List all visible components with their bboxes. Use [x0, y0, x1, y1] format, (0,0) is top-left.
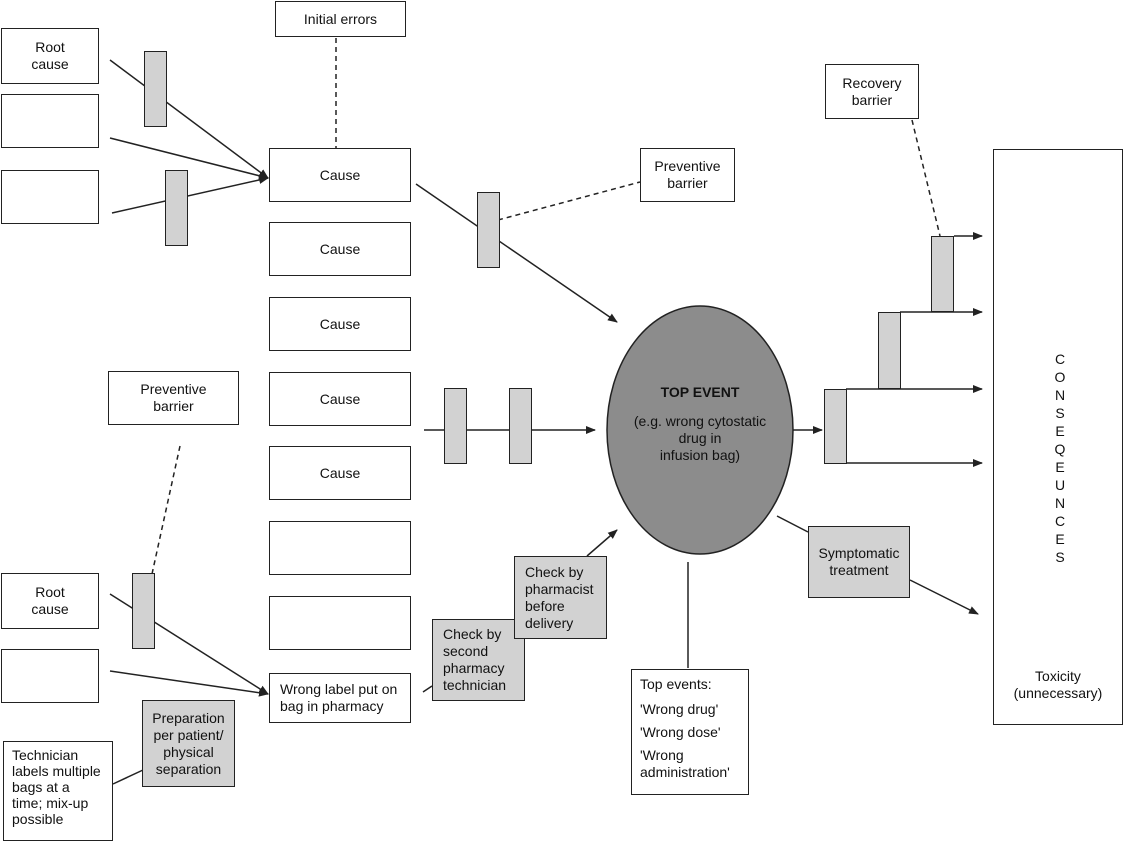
- barrier-left-3: [132, 573, 155, 649]
- barrier-mid-2: [509, 388, 532, 464]
- cause-box-3: Cause: [269, 297, 411, 351]
- line-wronglabel-to-check: [422, 685, 433, 693]
- dashed-preventive-right: [497, 181, 641, 221]
- consequences-letter: Q: [1054, 441, 1066, 457]
- cause-box-5: Cause: [269, 446, 411, 500]
- blank-cause-box-2: [1, 170, 99, 224]
- consequences-box: Toxicity (unnecessary): [993, 149, 1123, 725]
- line-technician-to-preparation: [112, 769, 144, 785]
- dashed-preventive-left: [151, 445, 181, 575]
- recovery-barrier-box: Recovery barrier: [825, 64, 919, 119]
- preventive-barrier-left: Preventive barrier: [108, 371, 239, 425]
- blank-cause-box-1: [1, 94, 99, 148]
- preparation-box: Preparation per patient/ physical separa…: [142, 700, 235, 787]
- barrier-right-1: [824, 389, 847, 464]
- cause-box-2: Cause: [269, 222, 411, 276]
- consequences-letter: U: [1054, 477, 1066, 493]
- barrier-mid-top: [477, 192, 500, 268]
- line-blank2-to-cause: [111, 176, 269, 214]
- consequences-letter: C: [1054, 513, 1066, 529]
- blank-cause-box-3: [1, 649, 99, 703]
- blank-cause-box-5: [269, 596, 411, 650]
- cause-box-1: Cause: [269, 148, 411, 202]
- top-events-list-box: Top events: 'Wrong drug' 'Wrong dose' 'W…: [631, 669, 749, 795]
- wrong-label-box: Wrong label put on bag in pharmacy: [269, 673, 411, 723]
- top-event-title: TOP EVENT: [660, 384, 740, 400]
- technician-box: Technician labels multiple bags at a tim…: [3, 741, 113, 841]
- line-cause-to-top-event: [415, 183, 618, 323]
- top-events-item-1: 'Wrong drug': [640, 701, 719, 717]
- consequences-letter: E: [1055, 459, 1065, 475]
- dashed-recovery: [911, 119, 941, 237]
- top-events-item-3: 'Wrong administration': [640, 747, 730, 780]
- line-blank-to-cause: [109, 137, 269, 180]
- top-event-label: TOP EVENT (e.g. wrong cytostatic drug in…: [612, 384, 788, 464]
- barrier-right-3: [931, 236, 954, 312]
- cause-box-4: Cause: [269, 372, 411, 426]
- line-blank3-to-wronglabel: [109, 670, 269, 697]
- line-rootcause-to-cause: [109, 59, 269, 179]
- consequences-letter: C: [1054, 351, 1066, 367]
- consequences-letter: S: [1055, 405, 1065, 421]
- line-check-to-top-event: [586, 529, 618, 557]
- top-event-example: (e.g. wrong cytostatic drug in infusion …: [633, 413, 767, 463]
- top-events-heading: Top events:: [640, 676, 712, 692]
- top-event-ellipse: [606, 305, 794, 555]
- barrier-right-2: [878, 312, 901, 389]
- consequences-letter: N: [1054, 495, 1066, 511]
- consequences-letter: E: [1055, 531, 1065, 547]
- barrier-mid-1: [444, 388, 467, 464]
- toxicity-label: Toxicity (unnecessary): [1013, 668, 1103, 701]
- consequences-letter: N: [1054, 387, 1066, 403]
- preventive-barrier-right: Preventive barrier: [640, 148, 735, 202]
- consequences-letter: E: [1055, 423, 1065, 439]
- consequences-letter: S: [1055, 549, 1065, 565]
- line-top-event-to-symptomatic: [776, 515, 809, 533]
- barrier-left-1: [144, 51, 167, 127]
- initial-errors-box: Initial errors: [275, 1, 406, 37]
- root-cause-box-bottom: Root cause: [1, 573, 99, 629]
- consequences-letter: O: [1054, 369, 1066, 385]
- line-symptomatic-to-consequences: [909, 579, 979, 615]
- root-cause-box-top: Root cause: [1, 28, 99, 84]
- symptomatic-treatment-box: Symptomatic treatment: [808, 526, 910, 598]
- top-events-item-2: 'Wrong dose': [640, 724, 721, 740]
- check-pharmacist-box: Check by pharmacist before delivery: [514, 556, 607, 639]
- blank-cause-box-4: [269, 521, 411, 575]
- consequences-vertical-label: C O N S E Q E U N C E S: [1050, 350, 1070, 566]
- barrier-left-2: [165, 170, 188, 246]
- check-second-technician-box: Check by second pharmacy technician: [432, 619, 525, 701]
